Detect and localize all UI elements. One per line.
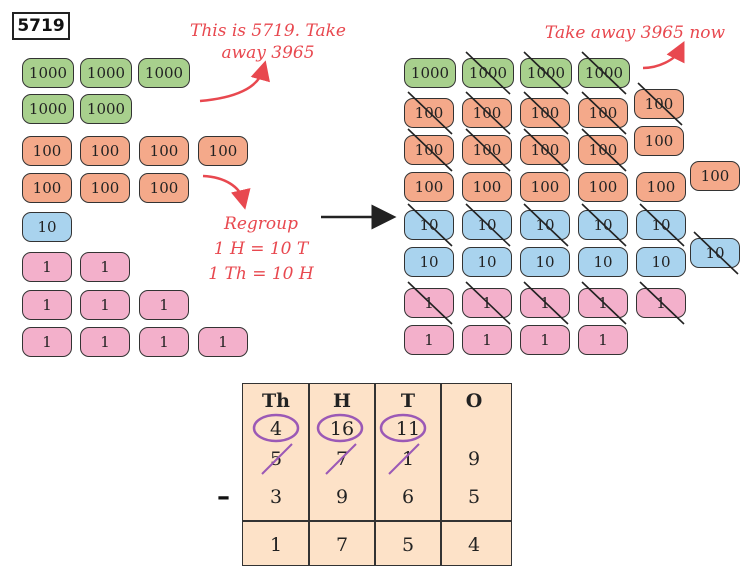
thousand-block: 1000 — [80, 58, 132, 88]
hundred-block: 100 — [80, 136, 130, 166]
one-block: 1 — [139, 290, 189, 320]
table-result-cell: 4 — [467, 534, 481, 556]
table-subtrahend-cell: 9 — [335, 486, 349, 508]
one-block: 1 — [22, 327, 72, 357]
start-note-line1: This is 5719. Take — [189, 21, 346, 41]
table-result-cell: 5 — [401, 534, 415, 556]
ten-block: 10 — [462, 247, 512, 277]
hundred-block: 100 — [139, 136, 189, 166]
start-note-line2: away 3965 — [221, 43, 315, 63]
minus-sign: – — [217, 482, 230, 512]
table-header-cell: Th — [262, 390, 290, 412]
table-borrowed-cell: 16 — [329, 418, 355, 440]
strike-lines — [407, 51, 739, 325]
ten-block: 10 — [690, 238, 740, 268]
place-value-table: Th H T O 4 16 11 5 7 1 9 3 9 6 5 1 7 5 4 — [242, 383, 512, 566]
hundred-block: 100 — [404, 98, 454, 128]
table-original-cell: 9 — [467, 448, 481, 470]
hundred-block: 100 — [520, 172, 570, 202]
ten-block: 10 — [636, 247, 686, 277]
one-block: 1 — [22, 290, 72, 320]
hundred-block: 100 — [404, 135, 454, 165]
hundred-block: 100 — [578, 98, 628, 128]
one-block: 1 — [578, 325, 628, 355]
table-subtrahend-cell: 3 — [269, 486, 283, 508]
hundred-block: 100 — [80, 173, 130, 203]
table-borrowed-cell: 11 — [395, 418, 421, 440]
one-block: 1 — [578, 288, 628, 318]
take-away-note: Take away 3965 now — [544, 23, 726, 43]
table-header-cell: H — [333, 390, 351, 412]
hundred-block: 100 — [462, 98, 512, 128]
hundred-block: 100 — [690, 161, 740, 191]
one-block: 1 — [80, 252, 130, 282]
one-block: 1 — [462, 325, 512, 355]
thousand-block: 1000 — [462, 58, 514, 88]
hundred-block: 100 — [636, 172, 686, 202]
one-block: 1 — [80, 290, 130, 320]
ten-block: 10 — [520, 247, 570, 277]
table-subtrahend-cell: 5 — [467, 486, 481, 508]
thousand-block: 1000 — [404, 58, 456, 88]
one-block: 1 — [520, 325, 570, 355]
regroup-note-line1: Regroup — [224, 214, 298, 234]
hundred-block: 100 — [462, 172, 512, 202]
regroup-note-line2: 1 H = 10 T — [213, 239, 309, 259]
table-header-cell: T — [400, 390, 416, 412]
table-original-cell: 7 — [335, 448, 349, 470]
table-header-cell: O — [465, 390, 483, 412]
one-block: 1 — [80, 327, 130, 357]
ten-block: 10 — [578, 210, 628, 240]
one-block: 1 — [139, 327, 189, 357]
regroup-note-line3: 1 Th = 10 H — [208, 264, 314, 284]
table-subtrahend-cell: 6 — [401, 486, 415, 508]
table-result-cell: 7 — [335, 534, 349, 556]
hundred-block: 100 — [22, 136, 72, 166]
ten-block: 10 — [22, 212, 72, 242]
curved-arrow-top — [199, 60, 270, 103]
table-borrowed-cell: 4 — [269, 418, 283, 440]
thousand-block: 1000 — [520, 58, 572, 88]
one-block: 1 — [22, 252, 72, 282]
thousand-block: 1000 — [22, 58, 74, 88]
table-original-cell: 5 — [269, 448, 283, 470]
hundred-block: 100 — [22, 173, 72, 203]
hundred-block: 100 — [462, 135, 512, 165]
ten-block: 10 — [404, 247, 454, 277]
one-block: 1 — [636, 288, 686, 318]
ten-block: 10 — [636, 210, 686, 240]
one-block: 1 — [520, 288, 570, 318]
regroup-note: Regroup 1 H = 10 T 1 Th = 10 H — [196, 212, 326, 287]
hundred-block: 100 — [634, 89, 684, 119]
ten-block: 10 — [578, 247, 628, 277]
ten-block: 10 — [462, 210, 512, 240]
number-label: 5719 — [12, 12, 70, 40]
hundred-block: 100 — [198, 136, 248, 166]
one-block: 1 — [404, 325, 454, 355]
table-original-cell: 1 — [401, 448, 415, 470]
table-result-cell: 1 — [269, 534, 283, 556]
curved-arrow-right — [642, 41, 685, 70]
hundred-block: 100 — [520, 135, 570, 165]
hundred-block: 100 — [634, 126, 684, 156]
hundred-block: 100 — [139, 173, 189, 203]
thousand-block: 1000 — [22, 94, 74, 124]
one-block: 1 — [198, 327, 248, 357]
hundred-block: 100 — [520, 98, 570, 128]
hundred-block: 100 — [578, 172, 628, 202]
ten-block: 10 — [404, 210, 454, 240]
one-block: 1 — [462, 288, 512, 318]
hundred-block: 100 — [578, 135, 628, 165]
curved-arrow-mid — [202, 174, 251, 210]
thousand-block: 1000 — [578, 58, 630, 88]
hundred-block: 100 — [404, 172, 454, 202]
one-block: 1 — [404, 288, 454, 318]
ten-block: 10 — [520, 210, 570, 240]
start-note: This is 5719. Take away 3965 — [168, 20, 368, 64]
thousand-block: 1000 — [138, 58, 190, 88]
thousand-block: 1000 — [80, 94, 132, 124]
